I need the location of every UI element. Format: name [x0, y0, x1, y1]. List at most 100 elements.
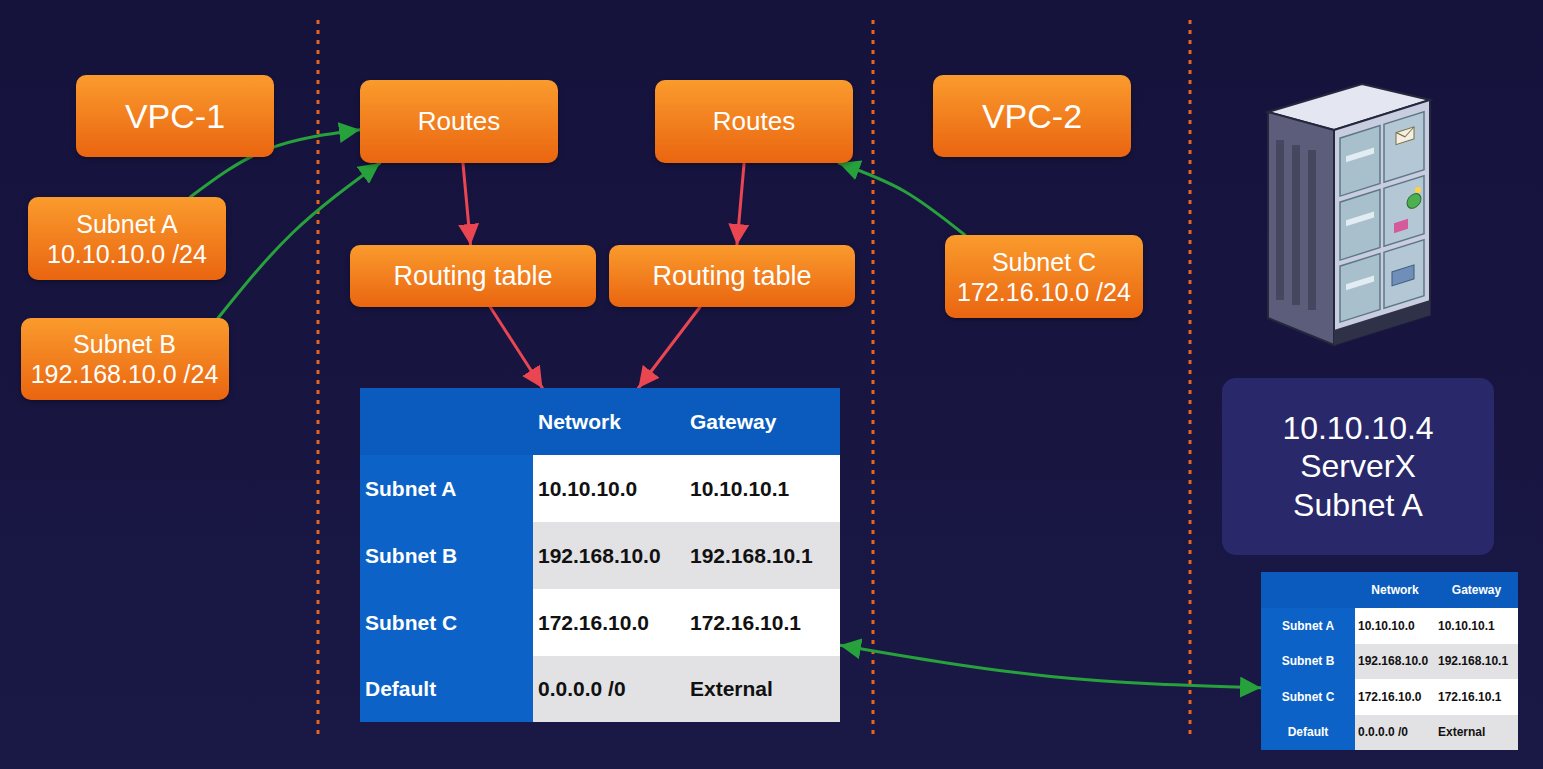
route-arrow [463, 163, 471, 245]
table-value: External [1438, 725, 1485, 739]
table-cell-ground: 10.10.10.0 [1355, 608, 1435, 644]
server-case-side [1268, 112, 1334, 345]
table-cell-ground: Default [1261, 715, 1355, 750]
table-cell-ground: External [1435, 715, 1518, 750]
column-header: Network [538, 409, 621, 434]
table-cell-ground: 172.16.10.1 [1435, 679, 1518, 715]
table-value: 0.0.0.0 /0 [538, 676, 626, 701]
route-arrow [638, 307, 700, 388]
route-arrow [737, 163, 744, 245]
table-value: 10.10.10.0 [538, 476, 637, 501]
table-cell-ground: 192.168.10.0 [533, 522, 685, 589]
status-light [1415, 187, 1421, 193]
table-cell-ground: 0.0.0.0 /0 [1355, 715, 1435, 750]
table-value: 192.168.10.0 [538, 543, 661, 568]
subnet-box: Subnet A10.10.10.0 /24 [28, 197, 226, 280]
table-cell-ground: 10.10.10.1 [1435, 608, 1518, 644]
route-table: Network GatewaySubnet A 10.10.10.0 10.10.10… [360, 388, 840, 722]
table-cell-ground: 10.10.10.0 [533, 455, 685, 522]
table-value: 172.16.10.1 [690, 610, 801, 635]
table-cell-ground: Default [360, 656, 533, 722]
row-header: Subnet C [365, 610, 457, 635]
globe-icon [1407, 192, 1421, 210]
box-detail: 172.16.10.0 /24 [957, 277, 1131, 307]
box-title: Subnet B [73, 329, 176, 359]
table-cell-ground: 172.16.10.0 [533, 589, 685, 656]
table-cell-ground: 192.168.10.1 [1435, 644, 1518, 679]
box-detail: 10.10.10.0 /24 [47, 239, 207, 269]
vpc-box: VPC-1 [76, 75, 274, 157]
table-cell-ground: Subnet A [360, 455, 533, 522]
server-blade [1384, 176, 1424, 247]
server-blade [1340, 254, 1380, 323]
disk-icon [1346, 275, 1374, 290]
box-title: VPC-2 [982, 96, 1082, 137]
column-header: Network [1371, 583, 1418, 597]
divider-lines [318, 20, 1190, 740]
box-detail: ServerX [1300, 447, 1416, 485]
server-blade [1384, 112, 1424, 183]
server-side-slot [1276, 140, 1284, 300]
table-value: 172.16.10.0 [1358, 690, 1421, 704]
row-header: Subnet C [1282, 690, 1335, 704]
row-header: Subnet A [365, 476, 456, 501]
table-value: 0.0.0.0 /0 [1358, 725, 1408, 739]
table-cell-ground: 172.16.10.1 [685, 589, 840, 656]
table-cell-ground: 0.0.0.0 /0 [533, 656, 685, 722]
table-value: 192.168.10.1 [1438, 654, 1508, 668]
table-cell-ground: 172.16.10.0 [1355, 679, 1435, 715]
server-blade [1340, 126, 1380, 197]
routing-table-box: Routing table [609, 245, 855, 307]
table-cell-ground: Subnet C [1261, 679, 1355, 715]
box-title: Routes [418, 106, 500, 137]
table-cell-ground: Subnet B [360, 522, 533, 589]
box-title: Subnet A [76, 209, 177, 239]
server-info-box: 10.10.10.4ServerXSubnet A [1222, 378, 1494, 555]
column-header: Gateway [1452, 583, 1501, 597]
routes-box: Routes [360, 80, 558, 163]
table-value: 192.168.10.0 [1358, 654, 1428, 668]
vpc-box: VPC-2 [933, 75, 1131, 157]
routing-table-box: Routing table [350, 245, 596, 307]
server-illustration [1268, 84, 1430, 345]
server-front [1334, 100, 1430, 345]
link-arrow [839, 163, 965, 235]
row-header: Subnet A [1282, 619, 1334, 633]
subnet-box: Subnet C172.16.10.0 /24 [945, 235, 1143, 318]
table-cell-ground: 10.10.10.1 [685, 455, 840, 522]
row-header: Subnet B [365, 543, 457, 568]
table-cell-ground: 192.168.10.1 [685, 522, 840, 589]
table-value: External [690, 676, 773, 701]
table-cell-ground: Gateway [685, 388, 840, 455]
box-title: Subnet C [992, 247, 1096, 277]
route-table: Network GatewaySubnet A 10.10.10.0 10.10.10… [1261, 572, 1518, 750]
row-header: Default [1288, 725, 1329, 739]
table-value: 172.16.10.0 [538, 610, 649, 635]
row-header: Subnet B [1282, 654, 1335, 668]
row-header: Default [365, 676, 436, 701]
divider-line [872, 20, 875, 740]
table-cell-ground: Subnet C [360, 589, 533, 656]
box-detail: 192.168.10.0 /24 [31, 359, 219, 389]
server-base [1334, 300, 1430, 345]
routes-box: Routes [655, 80, 853, 163]
table-value: 10.10.10.0 [1358, 619, 1415, 633]
table-cell-ground: Network [533, 388, 685, 455]
table-cell-ground: 192.168.10.0 [1355, 644, 1435, 679]
folder-icon [1394, 219, 1408, 233]
table-value: 10.10.10.1 [1438, 619, 1495, 633]
box-title: VPC-1 [125, 96, 225, 137]
table-cell-ground [360, 388, 533, 455]
table-cell-ground: Network [1355, 572, 1435, 608]
server-case-front [1334, 100, 1430, 345]
server-blade [1340, 190, 1380, 261]
envelope-flap [1396, 127, 1414, 140]
divider-line [1189, 20, 1192, 740]
server-side-slot [1292, 145, 1300, 305]
disk-icon [1346, 211, 1374, 226]
disk-icon [1346, 147, 1374, 162]
divider-line [317, 20, 320, 740]
envelope-icon [1396, 127, 1414, 145]
table-cell-ground: Subnet B [1261, 644, 1355, 679]
